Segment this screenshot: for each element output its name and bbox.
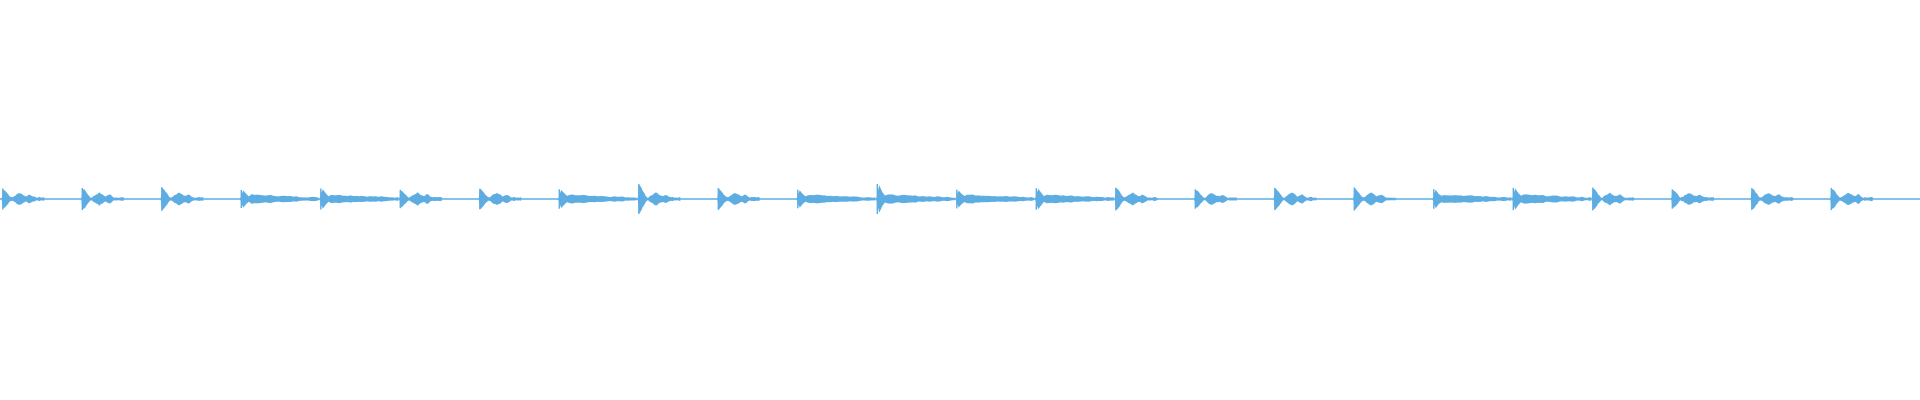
waveform-beat (399, 190, 442, 208)
waveform-beat (1591, 188, 1635, 210)
waveform-beat (1830, 189, 1873, 209)
waveform-beat (1750, 188, 1794, 210)
waveform-beat (558, 190, 637, 208)
waveform-beat (1512, 188, 1591, 210)
waveform-beat (876, 185, 955, 213)
waveform-beat (717, 188, 760, 210)
waveform-beat (796, 190, 876, 208)
waveform-beat (319, 189, 399, 209)
waveform-beat (637, 184, 681, 214)
waveform-beat (1, 189, 45, 209)
waveform-beat (478, 188, 522, 210)
waveform-beat (1432, 189, 1512, 209)
waveform-beat (240, 190, 319, 208)
waveform-beat (81, 189, 124, 209)
waveform-beat (1035, 188, 1114, 210)
waveform-beats (1, 184, 1873, 214)
waveform-beat (1273, 187, 1317, 211)
waveform-beat (955, 190, 1035, 208)
waveform-beat (160, 187, 204, 211)
waveform-beat (1114, 187, 1158, 211)
waveform-beat (1194, 190, 1237, 208)
waveform-beat (1353, 187, 1396, 211)
waveform-beat (1671, 190, 1714, 208)
